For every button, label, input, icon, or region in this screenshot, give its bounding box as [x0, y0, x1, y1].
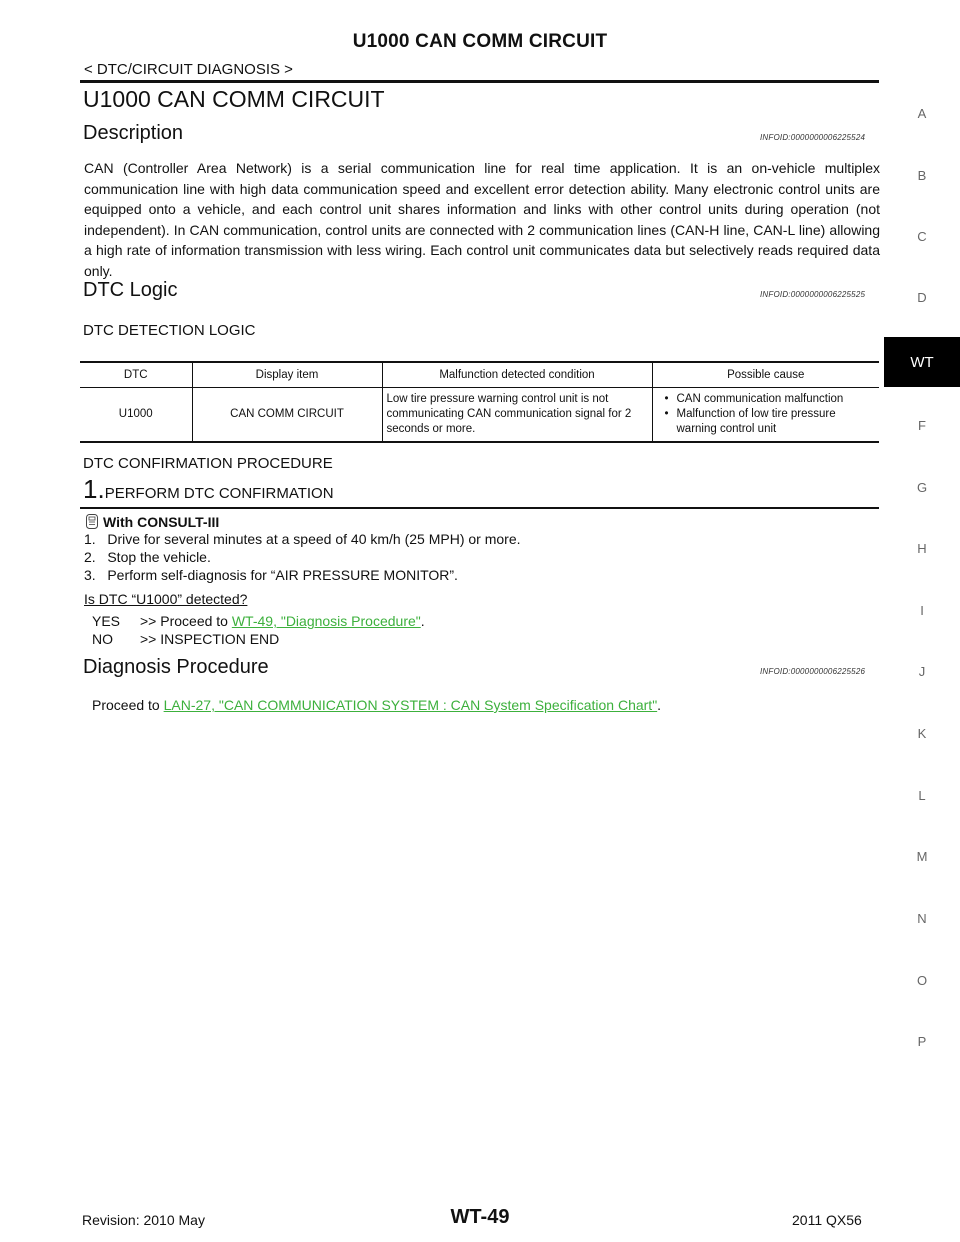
- no-label: NO: [92, 631, 113, 647]
- index-letter-n[interactable]: N: [917, 911, 927, 926]
- index-letter-f[interactable]: F: [918, 418, 926, 433]
- page-title: U1000 CAN COMM CIRCUIT: [83, 86, 385, 112]
- with-consult-line: With CONSULT-III: [84, 513, 219, 530]
- footer-model: 2011 QX56: [792, 1212, 862, 1228]
- index-letter-g[interactable]: G: [916, 480, 928, 495]
- dtc-logic-heading: DTC Logic: [83, 279, 178, 301]
- running-header-title: U1000 CAN COMM CIRCUIT: [352, 31, 608, 52]
- dtc-table-header-row: DTC Display item Malfunction detected co…: [80, 361, 879, 388]
- list-item: Malfunction of low tire pressure warning…: [665, 407, 876, 437]
- index-letter-m[interactable]: M: [916, 849, 928, 864]
- index-letter-h[interactable]: H: [917, 541, 927, 556]
- procedure-step-3: 3. Perform self-diagnosis for “AIR PRESS…: [84, 567, 458, 583]
- index-letter-b[interactable]: B: [917, 168, 927, 183]
- proceed-text: Proceed to: [92, 697, 164, 713]
- yes-text: >> Proceed to: [140, 613, 232, 629]
- yes-end: .: [420, 613, 425, 629]
- procedure-step-1: 1. Drive for several minutes at a speed …: [84, 531, 521, 547]
- wt-49-diagnosis-link[interactable]: WT-49, "Diagnosis Procedure": [231, 613, 421, 629]
- diagnosis-question: Is DTC “U1000” detected?: [84, 591, 248, 607]
- condition-cell: Low tire pressure warning control unit i…: [381, 387, 652, 443]
- step-title: PERFORM DTC CONFIRMATION: [104, 485, 334, 502]
- dtc-table-header: DTC: [80, 361, 192, 388]
- dtc-code-cell: U1000: [80, 387, 192, 443]
- dtc-confirmation-heading: DTC CONFIRMATION PROCEDURE: [83, 455, 333, 472]
- no-answer: >> INSPECTION END: [140, 631, 280, 647]
- dtc-detection-heading: DTC DETECTION LOGIC: [83, 322, 256, 339]
- description-body: CAN (Controller Area Network) is a seria…: [84, 160, 880, 279]
- list-item: CAN communication malfunction: [665, 392, 876, 407]
- display-item-cell: CAN COMM CIRCUIT: [191, 387, 382, 443]
- table-row: U1000 CAN COMM CIRCUIT Low tire pressure…: [80, 387, 879, 443]
- diagnosis-infoid: INFOID:0000000006225526: [760, 667, 866, 676]
- dtc-table-header: Display item: [191, 361, 382, 388]
- possible-cause-list: CAN communication malfunction Malfunctio…: [657, 392, 876, 437]
- footer-revision: Revision: 2010 May: [82, 1212, 205, 1228]
- index-letter-j[interactable]: J: [918, 664, 926, 679]
- dtc-table-header: Malfunction detected condition: [381, 361, 652, 388]
- step-number: 1.: [83, 474, 105, 504]
- diagnosis-text: Proceed to LAN-27, "CAN COMMUNICATION SY…: [92, 697, 661, 713]
- index-letter-a[interactable]: A: [917, 106, 927, 121]
- index-letter-l[interactable]: L: [918, 788, 926, 803]
- footer-page-number: WT-49: [450, 1206, 510, 1228]
- index-letter-o[interactable]: O: [916, 973, 928, 988]
- lan-27-can-link[interactable]: LAN-27, "CAN COMMUNICATION SYSTEM : CAN …: [163, 697, 658, 713]
- procedure-step-2: 2. Stop the vehicle.: [84, 549, 211, 565]
- proceed-end: .: [657, 697, 662, 713]
- description-heading: Description: [83, 122, 184, 144]
- breadcrumb: < DTC/CIRCUIT DIAGNOSIS >: [84, 61, 293, 78]
- step-header: 1.PERFORM DTC CONFIRMATION: [83, 474, 334, 505]
- header-rule: [80, 80, 879, 83]
- index-letter-c[interactable]: C: [917, 229, 927, 244]
- dtc-logic-infoid: INFOID:0000000006225525: [760, 290, 866, 299]
- yes-label: YES: [92, 613, 121, 629]
- yes-answer: >> Proceed to WT-49, "Diagnosis Procedur…: [140, 613, 425, 629]
- index-letter-p[interactable]: P: [917, 1034, 927, 1049]
- description-infoid: INFOID:0000000006225524: [760, 133, 866, 142]
- consult-tool-icon: [86, 514, 98, 529]
- diagnosis-heading: Diagnosis Procedure: [83, 656, 269, 678]
- dtc-table: DTC Display item Malfunction detected co…: [80, 361, 879, 443]
- possible-cause-cell: CAN communication malfunction Malfunctio…: [651, 387, 879, 443]
- step-rule: [80, 507, 879, 509]
- index-letter-d[interactable]: D: [917, 290, 927, 305]
- dtc-table-header: Possible cause: [651, 361, 879, 388]
- index-letter-k[interactable]: K: [917, 726, 927, 741]
- with-consult-label: With CONSULT-III: [103, 513, 220, 530]
- index-tab-wt-active[interactable]: WT: [884, 337, 960, 387]
- index-letter-i[interactable]: I: [920, 603, 924, 618]
